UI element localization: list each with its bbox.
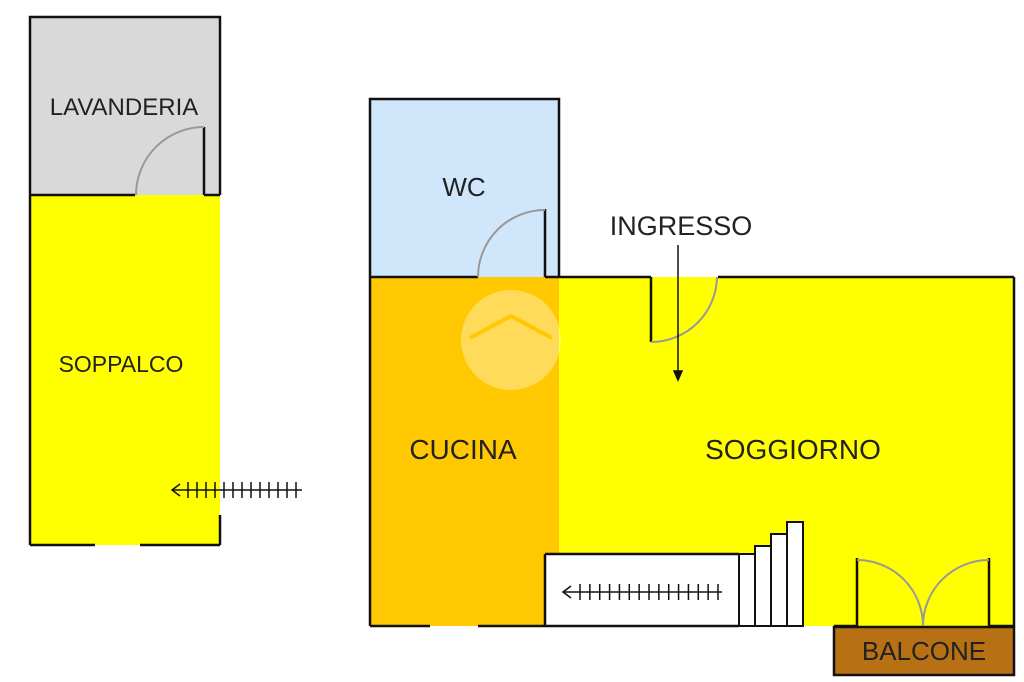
- balcone-label: BALCONE: [862, 636, 986, 666]
- ingresso-entry-arrow: [672, 245, 684, 382]
- balcone-door-left-swing: [856, 559, 924, 627]
- soppalco-stair-arrow: [170, 482, 302, 498]
- soggiorno-label: SOGGIORNO: [705, 434, 881, 465]
- lavanderia-label: LAVANDERIA: [50, 94, 199, 121]
- stair-direction-arrow: [561, 584, 722, 600]
- wc-label: WC: [442, 172, 485, 202]
- balcone-door-right-swing: [922, 559, 990, 627]
- staircase-steps: [738, 521, 804, 627]
- cucina-label: CUCINA: [409, 434, 517, 465]
- lavanderia-room: [30, 17, 220, 195]
- stair-area: [545, 554, 739, 626]
- ingresso-door-swing: [650, 276, 718, 343]
- balcone-room: [834, 627, 1014, 675]
- door-swings: [477, 209, 990, 627]
- lavanderia-door-swing: [135, 126, 205, 196]
- right-walls: [368, 97, 1016, 677]
- wc-door-swing: [477, 209, 546, 278]
- ingresso-label: INGRESSO: [610, 211, 753, 241]
- watermark-logo: [461, 290, 561, 390]
- cucina-room: [370, 277, 559, 626]
- left-walls: [28, 15, 222, 547]
- wc-room: [370, 99, 559, 277]
- soppalco-label: SOPPALCO: [59, 351, 184, 377]
